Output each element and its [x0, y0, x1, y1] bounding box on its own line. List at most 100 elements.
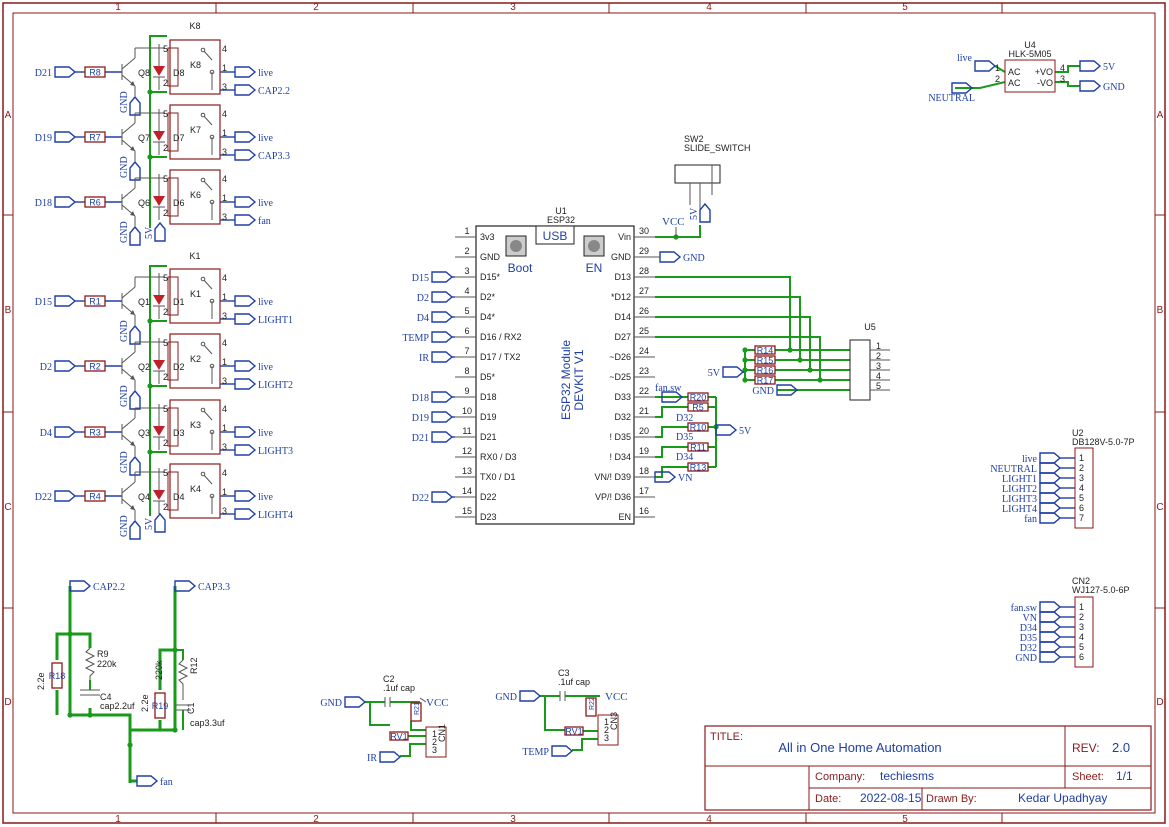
pullup-net-d35: D35	[676, 432, 693, 443]
relay-row-k7-resistor	[84, 131, 106, 143]
relay-row-k7-out1-flag	[234, 131, 257, 143]
relay-row-k6-relay-coil	[167, 177, 179, 217]
relay-row-k6-diode	[153, 196, 165, 206]
relay-row-k2-out2-flag	[234, 378, 257, 390]
pullup-res-r11-label: R11	[690, 443, 706, 453]
relay-row-k2-pin4: 4	[222, 338, 227, 348]
relay-5v-flag-top-label: 5V	[144, 226, 155, 239]
relay-row-k7-transistor-label: Q7	[138, 133, 150, 143]
u2-pin-3: 3	[1079, 473, 1084, 483]
relay-row-k3-resistor-label: R3	[89, 428, 101, 438]
relay-row-k6-pin5: 5	[163, 174, 168, 184]
u2-body	[1074, 447, 1094, 529]
pullup-res-r11	[687, 442, 709, 452]
relay-row-k7-gnd-flag	[129, 160, 141, 181]
esp32-vcc-net-label: VCC	[662, 216, 685, 228]
cn2-net-d35-flag-label: D35	[1020, 633, 1037, 644]
esp32-right-pinnum-21: 21	[639, 406, 649, 416]
cap-block-fan-flag-label: fan	[160, 777, 173, 788]
relay-row-k8-input-flag-label: D21	[35, 68, 52, 79]
esp32-left-pinnum-13: 13	[462, 466, 472, 476]
relay-row-k7-diode	[153, 131, 165, 141]
relay-row-k4-diode	[153, 490, 165, 500]
relay-row-k6-relay-label: K6	[190, 190, 201, 200]
sw2-5v-flag	[699, 202, 711, 223]
u5-res-r16	[754, 365, 776, 375]
relay-row-k7-input-flag-label: D19	[35, 133, 52, 144]
relay-row-k1-pin4: 4	[222, 273, 227, 283]
relay-row-k3-relay-label: K3	[190, 420, 201, 430]
relay-row-k6-input-flag	[54, 196, 77, 208]
cn2-name: WJ127-5.0-6P	[1072, 585, 1130, 595]
esp32-right-pinnum-19: 19	[639, 446, 649, 456]
esp32-net-ir-flag	[431, 351, 454, 363]
esp32-left-pinnum-1: 1	[464, 226, 469, 236]
esp32-right-pinnum-16: 16	[639, 506, 649, 516]
relay-row-k4-gnd-flag	[129, 519, 141, 540]
esp32-left-pinlabel-3: D15*	[480, 272, 501, 282]
relay-row-k4-input-flag-label: D22	[35, 492, 52, 503]
pullup-net-d32: D32	[676, 413, 693, 424]
esp32-left-pinlabel-14: D22	[480, 492, 497, 502]
esp32-left-pinnum-3: 3	[464, 266, 469, 276]
relay-row-k4-input-flag	[54, 490, 77, 502]
esp32-left-pinlabel-12: RX0 / D3	[480, 452, 517, 462]
relay-row-k3-out2-flag-label: LIGHT3	[258, 446, 293, 457]
cap-block-r18-label: R18	[49, 671, 66, 681]
relay-row-k6-diode-label: D6	[173, 198, 185, 208]
relay-group-k1-title: K1	[189, 251, 200, 261]
relay-row-k6-relay-box	[169, 169, 221, 225]
sw2-ref: SW2	[684, 134, 704, 144]
relay-row-k8-resistor	[84, 66, 106, 78]
company-label: Company:	[815, 771, 865, 783]
u5-res-r17	[754, 375, 776, 385]
ir-connector-pin-1: 1	[432, 729, 437, 739]
esp32-left-pinlabel-8: D5*	[480, 372, 496, 382]
pullup-fan-sw-flag	[661, 391, 684, 403]
relay-row-k6-transistor-label: Q6	[138, 198, 150, 208]
esp32-net-d4-flag	[431, 311, 454, 323]
cn2-net-gnd-flag	[1039, 651, 1062, 663]
esp32-right-pinnum-18: 18	[639, 466, 649, 476]
pullup-5v-flag-label: 5V	[739, 426, 752, 437]
relay-row-k4-out2-flag-label: LIGHT4	[258, 510, 293, 521]
u2-net-light3-flag-label: LIGHT3	[1002, 494, 1037, 505]
relay-row-k4-out1-flag-label: live	[258, 492, 274, 503]
cap-block-r9-value: 220k	[97, 659, 117, 669]
esp32-net-d18-flag	[431, 391, 454, 403]
esp32-right-pinnum-29: 29	[639, 246, 649, 256]
esp32-net-d18-flag-label: D18	[412, 393, 429, 404]
relay-row-k3-pin5: 5	[163, 404, 168, 414]
esp32-right-pinlabel-26: D14	[614, 312, 631, 322]
relay-row-k6-resistor-label: R6	[89, 198, 101, 208]
relay-row-k2-resistor	[84, 360, 106, 372]
esp32-right-pinnum-20: 20	[639, 426, 649, 436]
u2-ref: U2	[1072, 428, 1084, 438]
cn2-pin-6: 6	[1079, 652, 1084, 662]
temp-net-flag	[551, 745, 574, 757]
u5-res-r14	[754, 345, 776, 355]
relay-row-k4-out1-flag	[234, 490, 257, 502]
esp32-left-pinnum-6: 6	[464, 326, 469, 336]
u2-net-neutral-flag	[1039, 462, 1062, 474]
pullup-res-r13-label: R13	[690, 463, 707, 473]
col-label-bottom-1: 1	[115, 814, 121, 825]
relay-row-k2-out1-flag-label: live	[258, 362, 274, 373]
relay-row-k8-diode-label: D8	[173, 68, 185, 78]
u4-ref: U4	[1024, 40, 1036, 50]
ir-connector-pin-2: 2	[432, 737, 437, 747]
relay-row-k8-out1-flag	[234, 66, 257, 78]
cap-block-r12-ref: R12	[189, 657, 199, 674]
esp32-right-pinlabel-25: D27	[614, 332, 631, 342]
esp32-net-d19-flag	[431, 411, 454, 423]
relay-row-k4-transistor-label: Q4	[138, 492, 150, 502]
u5-ref: U5	[864, 322, 876, 332]
title-block	[704, 725, 1152, 811]
cn2-pin-4: 4	[1079, 632, 1084, 642]
esp32-left-pinlabel-5: D4*	[480, 312, 496, 322]
cap-block-c1-ref: C1	[186, 702, 196, 714]
u4-p2: 2	[995, 74, 1000, 84]
relay-row-k7-diode-label: D7	[173, 133, 185, 143]
relay-row-k3-transistor-label: Q3	[138, 428, 150, 438]
u2-pin-6: 6	[1079, 503, 1084, 513]
